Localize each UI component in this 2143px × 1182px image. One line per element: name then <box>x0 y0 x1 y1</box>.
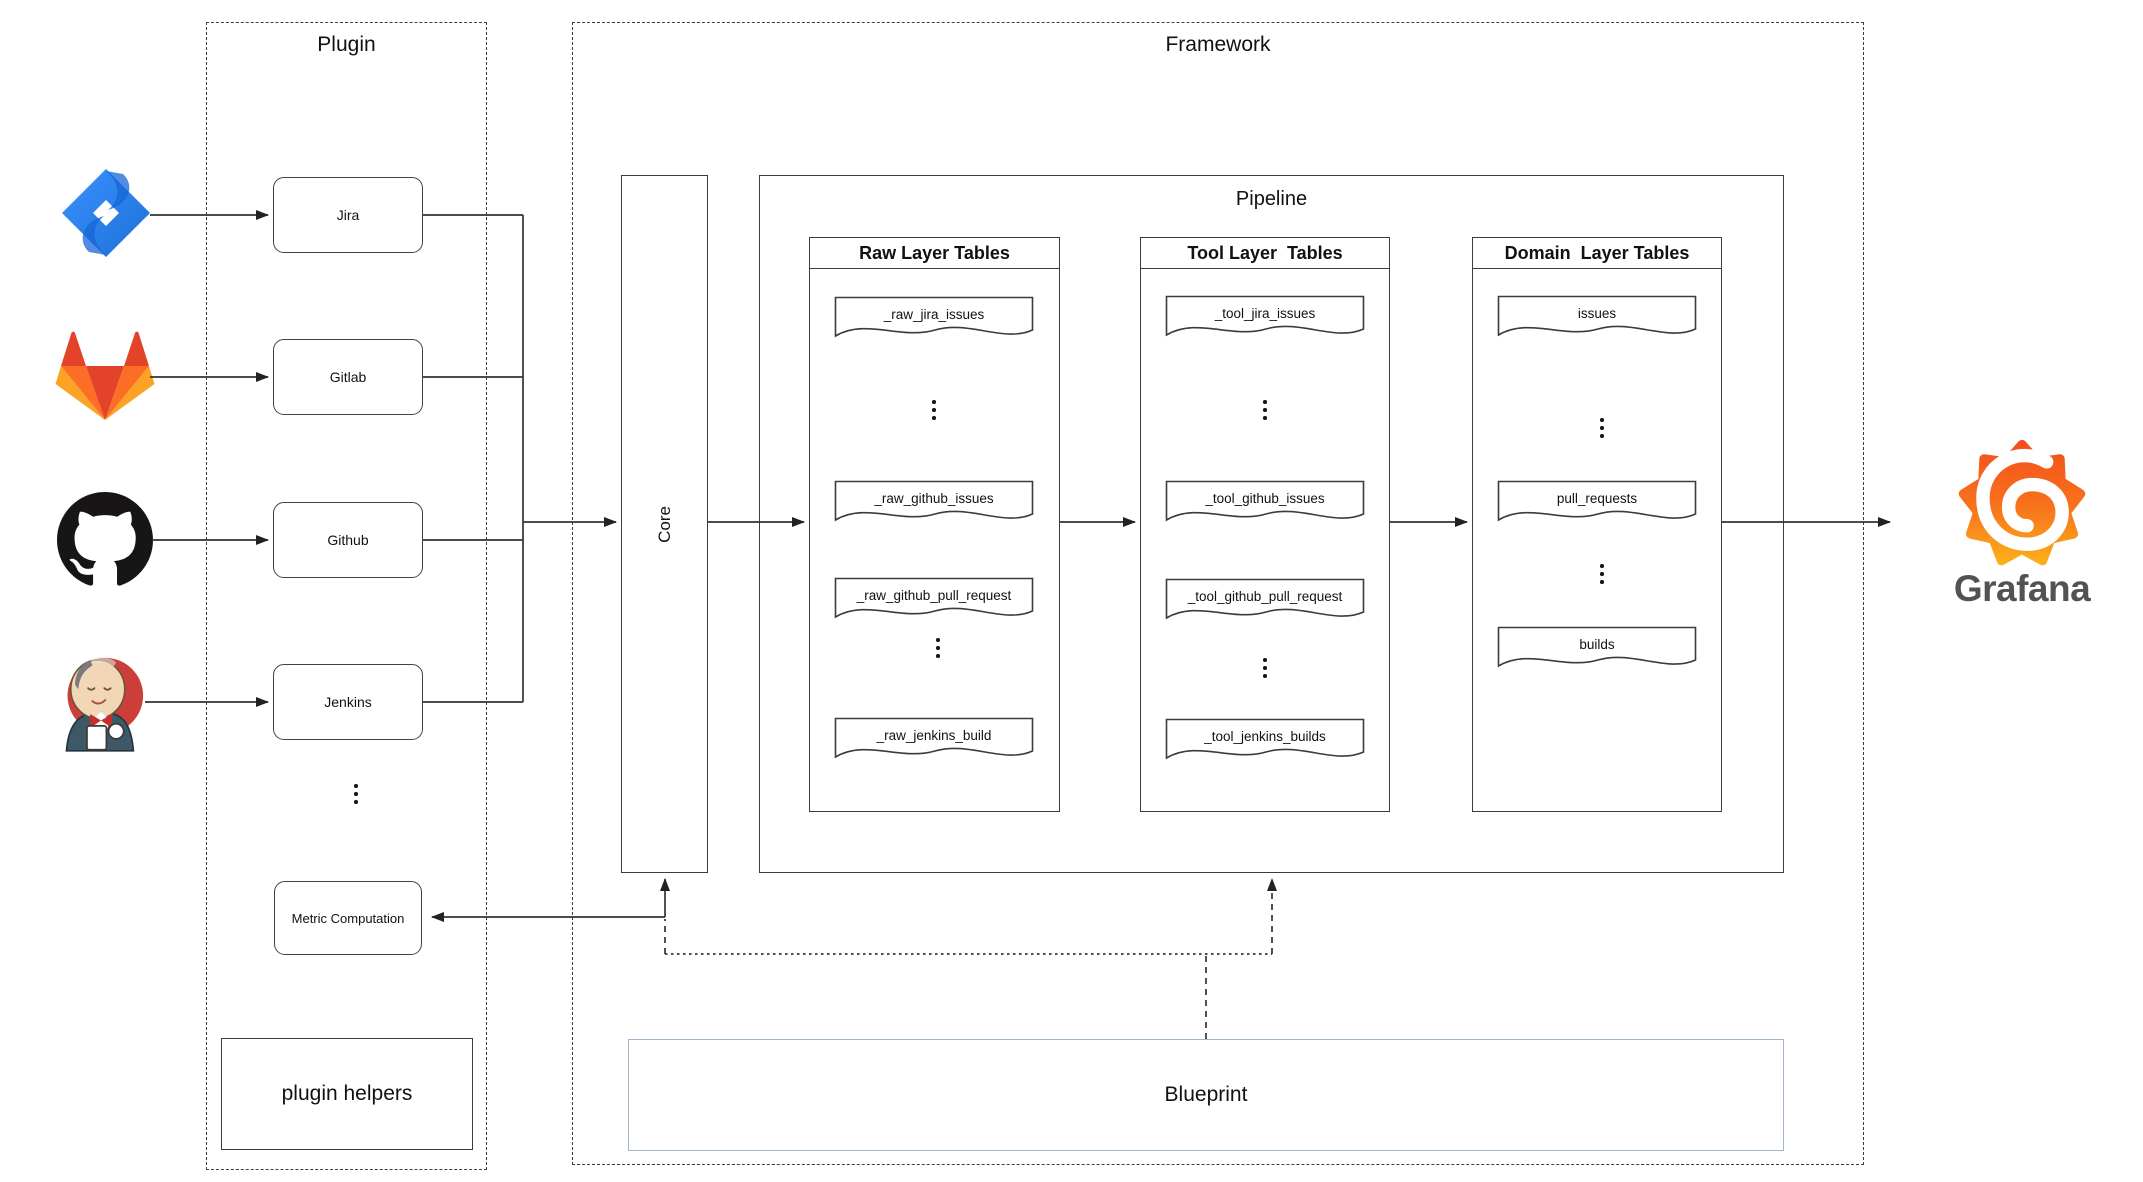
plugin-node-jenkins-label: Jenkins <box>324 694 372 710</box>
table-doc-builds: builds <box>1497 626 1697 674</box>
table-doc-issues: issues <box>1497 295 1697 343</box>
plugin-node-jira-label: Jira <box>336 207 360 223</box>
domain-layer-column: Domain Layer Tables <box>1472 237 1722 812</box>
plugin-node-jenkins: Jenkins <box>273 664 423 740</box>
tool-layer-header-rule <box>1141 268 1389 269</box>
table-doc-label: _tool_jira_issues <box>1214 305 1316 321</box>
plugin-helpers-box: plugin helpers <box>221 1038 473 1150</box>
metric-computation-label: Metric Computation <box>291 910 405 926</box>
tool-layer-header: Tool Layer Tables <box>1187 242 1343 263</box>
table-doc-label: _tool_github_issues <box>1205 490 1325 506</box>
plugin-group-title: Plugin <box>317 33 376 56</box>
vertical-ellipsis-icon <box>1261 658 1269 678</box>
table-doc-raw-jira-issues: _raw_jira_issues <box>834 296 1034 344</box>
vertical-ellipsis-icon <box>930 400 938 420</box>
table-doc-raw-github-issues: _raw_github_issues <box>834 480 1034 528</box>
table-doc-pull-requests: pull_requests <box>1497 480 1697 528</box>
framework-group: Framework <box>572 22 1864 1165</box>
plugin-node-jira: Jira <box>273 177 423 253</box>
table-doc-label: pull_requests <box>1556 490 1638 506</box>
vertical-ellipsis-icon <box>934 638 942 658</box>
table-doc-raw-jenkins-build: _raw_jenkins_build <box>834 717 1034 765</box>
table-doc-label: builds <box>1579 636 1615 652</box>
table-doc-label: _raw_github_pull_request <box>856 587 1012 603</box>
blueprint-box: Blueprint <box>628 1039 1784 1151</box>
table-doc-label: _raw_jenkins_build <box>876 727 992 743</box>
table-doc-label: _raw_jira_issues <box>883 306 985 322</box>
blueprint-label: Blueprint <box>1164 1083 1248 1106</box>
gitlab-logo-icon <box>55 331 155 420</box>
core-box: Core <box>621 175 708 873</box>
metric-computation-node: Metric Computation <box>274 881 422 955</box>
plugin-node-gitlab: Gitlab <box>273 339 423 415</box>
table-doc-tool-jira-issues: _tool_jira_issues <box>1165 295 1365 343</box>
table-doc-label: _raw_github_issues <box>874 490 994 506</box>
raw-layer-header: Raw Layer Tables <box>859 242 1010 263</box>
vertical-ellipsis-icon <box>1598 418 1606 438</box>
table-doc-tool-jenkins-builds: _tool_jenkins_builds <box>1165 718 1365 766</box>
vertical-ellipsis-icon <box>1261 400 1269 420</box>
plugin-node-github: Github <box>273 502 423 578</box>
vertical-ellipsis-icon <box>352 784 360 804</box>
table-doc-label: issues <box>1577 305 1617 321</box>
jira-logo-icon <box>62 169 150 257</box>
plugin-node-github-label: Github <box>327 532 369 548</box>
plugin-helpers-label: plugin helpers <box>281 1082 413 1105</box>
grafana-logo-icon <box>1958 439 2086 566</box>
table-doc-label: _tool_jenkins_builds <box>1204 728 1326 744</box>
domain-layer-header: Domain Layer Tables <box>1504 242 1690 263</box>
table-doc-label: _tool_github_pull_request <box>1187 588 1343 604</box>
table-doc-tool-github-issues: _tool_github_issues <box>1165 480 1365 528</box>
github-logo-icon <box>57 492 153 586</box>
framework-group-title: Framework <box>1165 33 1271 56</box>
table-doc-raw-github-pull-request: _raw_github_pull_request <box>834 577 1034 625</box>
pipeline-title: Pipeline <box>1235 188 1308 210</box>
grafana-wordmark: Grafana <box>1953 568 2091 609</box>
table-doc-tool-github-pull-request: _tool_github_pull_request <box>1165 578 1365 626</box>
raw-layer-header-rule <box>810 268 1059 269</box>
vertical-ellipsis-icon <box>1598 564 1606 584</box>
plugin-node-gitlab-label: Gitlab <box>329 369 367 385</box>
domain-layer-header-rule <box>1473 268 1721 269</box>
core-label: Core <box>654 505 674 543</box>
plugin-group: Plugin <box>206 22 487 1170</box>
jenkins-logo-icon <box>65 657 144 752</box>
